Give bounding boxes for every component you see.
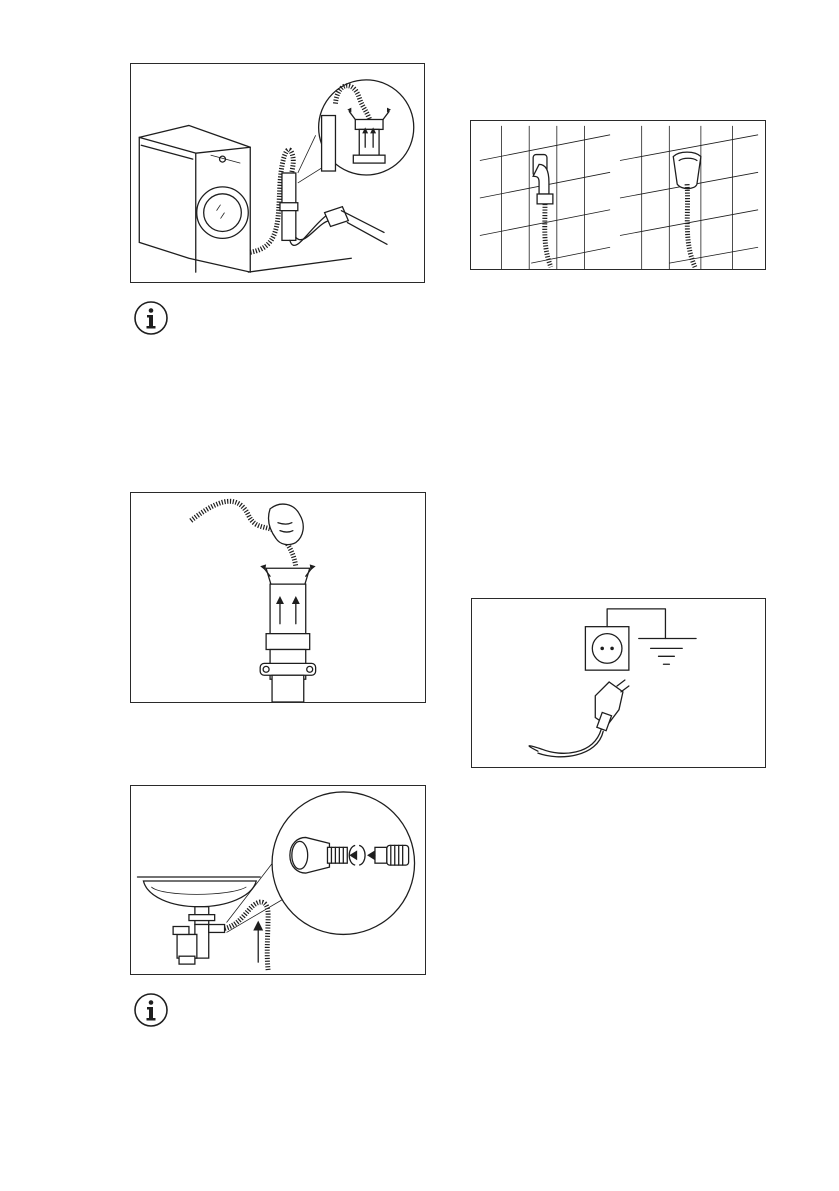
washing-machine-drain-hose-illustration — [131, 64, 424, 282]
earthed-socket-plug-illustration — [472, 599, 765, 767]
drain-pipe-insertion-illustration — [131, 493, 425, 702]
figure-hose-holder-on-wall — [470, 120, 766, 270]
figure-earthed-socket-and-plug — [471, 598, 766, 768]
info-icon — [133, 992, 169, 1028]
figure-sink-siphon-connection — [130, 785, 426, 975]
figure-hose-over-standpipe — [130, 63, 425, 283]
wall-hose-holder-illustration — [471, 121, 765, 269]
sink-siphon-connection-illustration — [131, 786, 425, 974]
figure-hose-in-drain-pipe — [130, 492, 426, 703]
info-icon — [133, 300, 169, 336]
